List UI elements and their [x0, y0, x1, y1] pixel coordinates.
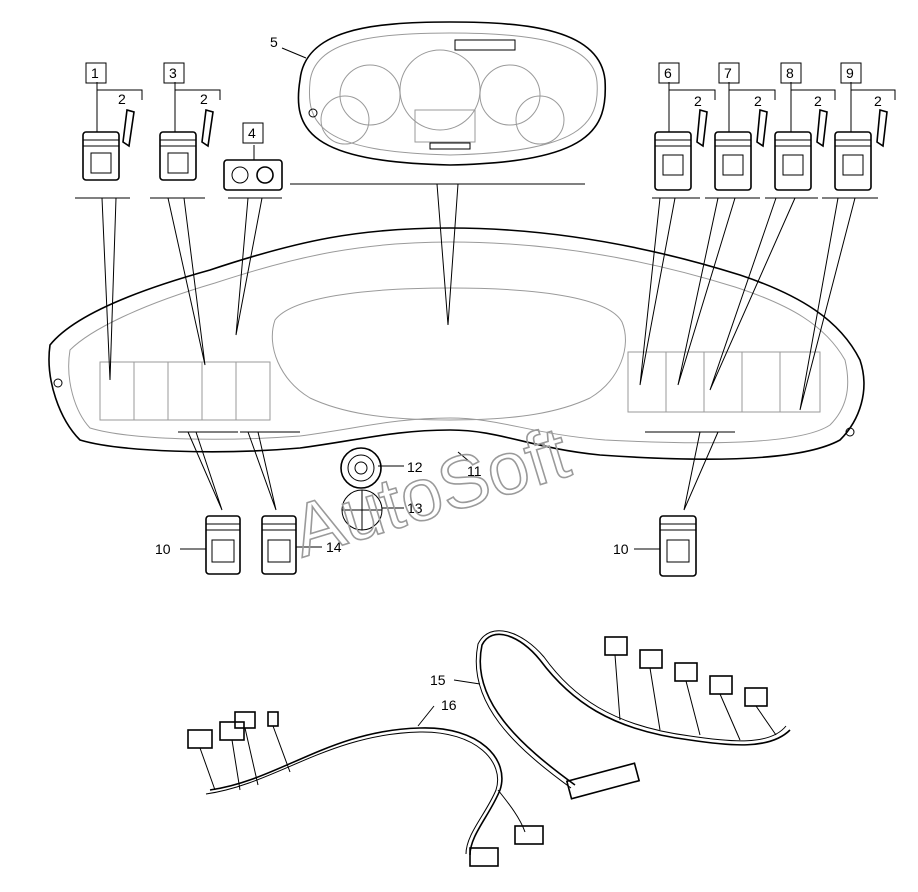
callout-15: 15: [430, 672, 446, 688]
bulb-2-d[interactable]: [756, 108, 768, 148]
callout-11: 11: [467, 463, 482, 479]
bulb-2-f[interactable]: [876, 108, 888, 148]
callout-2-a: 2: [118, 91, 126, 107]
callout-8: 8: [786, 65, 794, 81]
watermark: AutoSoft: [282, 410, 578, 572]
callout-14: 14: [326, 539, 342, 555]
buzzer-12[interactable]: [340, 447, 382, 489]
callout-1: 1: [91, 65, 99, 81]
callout-2-e: 2: [814, 93, 822, 109]
callout-2-c: 2: [694, 93, 702, 109]
switch-10-right[interactable]: [659, 515, 697, 577]
callout-boxes: [85, 62, 862, 144]
callout-13: 13: [407, 500, 423, 516]
callout-9: 9: [846, 65, 854, 81]
callout-10-left: 10: [155, 541, 171, 557]
switch-8[interactable]: [774, 131, 812, 191]
instrument-cluster[interactable]: [297, 21, 607, 166]
callout-3: 3: [169, 65, 177, 81]
connector-panel-4[interactable]: [223, 159, 283, 191]
bulb-2-c[interactable]: [696, 108, 708, 148]
bulb-2-e[interactable]: [816, 108, 828, 148]
callout-16: 16: [441, 697, 457, 713]
callout-2-f: 2: [874, 93, 882, 109]
switch-3[interactable]: [159, 131, 197, 181]
lamp-13[interactable]: [341, 489, 383, 531]
dashboard-panel[interactable]: [48, 227, 865, 460]
switch-10-left[interactable]: [205, 515, 241, 575]
callout-6: 6: [664, 65, 672, 81]
callout-5: 5: [270, 34, 278, 50]
switch-6[interactable]: [654, 131, 692, 191]
wiring-harness-16[interactable]: [187, 711, 544, 867]
wiring-harness-15[interactable]: [475, 630, 791, 800]
callout-2-b: 2: [200, 91, 208, 107]
callout-10-right: 10: [613, 541, 629, 557]
bulb-2-b[interactable]: [201, 108, 214, 148]
callout-12: 12: [407, 459, 423, 475]
switch-7[interactable]: [714, 131, 752, 191]
switch-9[interactable]: [834, 131, 872, 191]
callout-7: 7: [724, 65, 732, 81]
callout-2-d: 2: [754, 93, 762, 109]
leader-lines: [75, 47, 896, 511]
callout-4: 4: [248, 125, 256, 141]
bulb-2-a[interactable]: [122, 108, 135, 148]
switch-14[interactable]: [261, 515, 297, 575]
switch-1[interactable]: [82, 131, 120, 181]
